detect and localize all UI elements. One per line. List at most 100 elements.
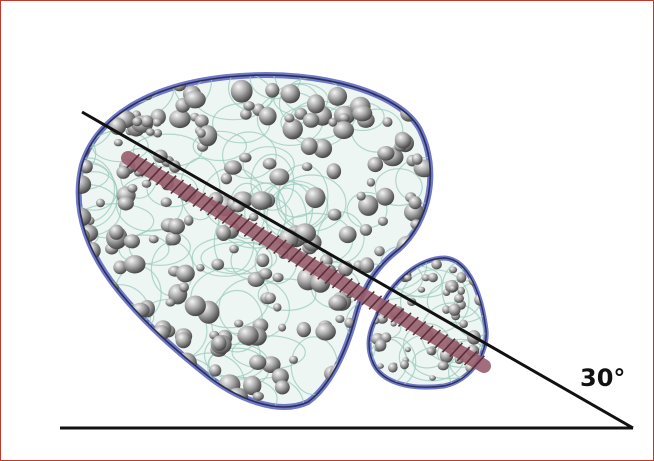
- bone-granule: [70, 175, 91, 194]
- bone-granule: [122, 86, 139, 100]
- bone-granule: [224, 160, 242, 174]
- bone-granule: [263, 158, 277, 170]
- bone-granule: [229, 245, 239, 254]
- bone-granule: [456, 272, 466, 283]
- bone-granule: [185, 296, 206, 317]
- bone-granule: [80, 330, 102, 351]
- bone-granule: [397, 236, 419, 257]
- bone-granule: [476, 277, 486, 286]
- bone-granule: [374, 246, 385, 256]
- bone-granule: [109, 225, 124, 240]
- bone-granule: [176, 332, 192, 348]
- bone-granule: [281, 84, 301, 103]
- bone-granule: [146, 128, 155, 136]
- bone-granule: [378, 217, 388, 226]
- bone-granule: [150, 387, 167, 403]
- bone-granule: [278, 324, 286, 332]
- bone-granule: [273, 303, 281, 311]
- bone-granule: [156, 373, 175, 389]
- bone-granule: [383, 117, 393, 127]
- bone-granule: [165, 298, 175, 306]
- bone-granule: [176, 265, 195, 283]
- bone-granule: [123, 364, 140, 380]
- bone-granule: [234, 320, 243, 328]
- bone-granule: [138, 328, 148, 339]
- bone-granule: [211, 259, 224, 271]
- angle-label: 30°: [580, 364, 625, 392]
- bone-granule: [269, 168, 289, 185]
- bone-granule: [360, 224, 372, 236]
- bone-granule: [109, 319, 127, 338]
- bone-granule: [375, 339, 386, 351]
- bone-granule: [449, 304, 461, 316]
- bone-granule: [137, 346, 149, 356]
- bone-granule: [249, 355, 266, 370]
- bone-granule: [243, 101, 254, 111]
- bone-granule: [250, 191, 272, 210]
- graft-swirl: [79, 354, 119, 384]
- bone-granule: [168, 218, 185, 234]
- bone-granule: [328, 209, 342, 221]
- bone-granule: [184, 91, 206, 109]
- bone-granule: [86, 287, 106, 305]
- bone-granule: [109, 97, 121, 109]
- bone-granule: [237, 326, 258, 345]
- bone-granule: [328, 87, 347, 106]
- bone-granule: [186, 368, 208, 388]
- bone-granule: [152, 118, 162, 126]
- bone-granule: [96, 199, 105, 208]
- bone-granule: [283, 119, 303, 140]
- bone-granule: [98, 336, 120, 354]
- bone-granule: [256, 253, 269, 267]
- bone-granule: [259, 268, 272, 279]
- bone-granule: [77, 261, 91, 275]
- bone-granule: [459, 320, 468, 328]
- bone-granule: [80, 315, 90, 325]
- bone-granule: [429, 375, 436, 380]
- bone-granule: [81, 84, 101, 106]
- bone-granule: [253, 392, 264, 401]
- bone-granule: [124, 255, 146, 273]
- bone-granule: [397, 86, 415, 105]
- bone-granule: [305, 187, 325, 208]
- bone-granule: [289, 356, 298, 364]
- bone-granule: [351, 394, 360, 401]
- bone-granule: [345, 352, 363, 368]
- bone-granule: [315, 323, 336, 341]
- bone-granule: [149, 235, 159, 243]
- bone-granule: [400, 360, 409, 369]
- bone-granule: [352, 105, 372, 121]
- bone-granule: [449, 285, 457, 291]
- bone-granule: [423, 85, 435, 95]
- bone-granule: [284, 114, 294, 122]
- bone-granule: [357, 192, 366, 201]
- bone-granule: [164, 355, 179, 370]
- bone-granule: [297, 322, 311, 337]
- graft-swirl: [130, 352, 187, 388]
- bone-granule: [328, 118, 337, 127]
- graft-swirl: [79, 321, 154, 359]
- bone-granule: [302, 162, 313, 171]
- bone-granule: [457, 287, 465, 295]
- bone-granule: [307, 94, 325, 113]
- bone-granule: [239, 153, 251, 163]
- bone-granule: [449, 266, 457, 273]
- bone-granule: [272, 273, 283, 282]
- bone-granule: [367, 178, 375, 187]
- bone-granule: [368, 157, 384, 172]
- graft-swirl: [105, 387, 161, 423]
- bone-granule: [216, 225, 231, 241]
- bone-granule: [376, 188, 394, 206]
- graft-swirl: [152, 358, 214, 400]
- bone-granule: [265, 83, 279, 98]
- bone-granule: [90, 321, 102, 332]
- bone-granule: [328, 295, 347, 311]
- bone-granule: [335, 315, 344, 323]
- bone-granule: [427, 347, 435, 355]
- bone-granule: [92, 84, 113, 105]
- bone-granule: [74, 83, 91, 98]
- bone-granule: [356, 334, 368, 345]
- bone-granule: [124, 234, 140, 248]
- bone-granule: [209, 364, 221, 376]
- bone-granule: [76, 319, 95, 337]
